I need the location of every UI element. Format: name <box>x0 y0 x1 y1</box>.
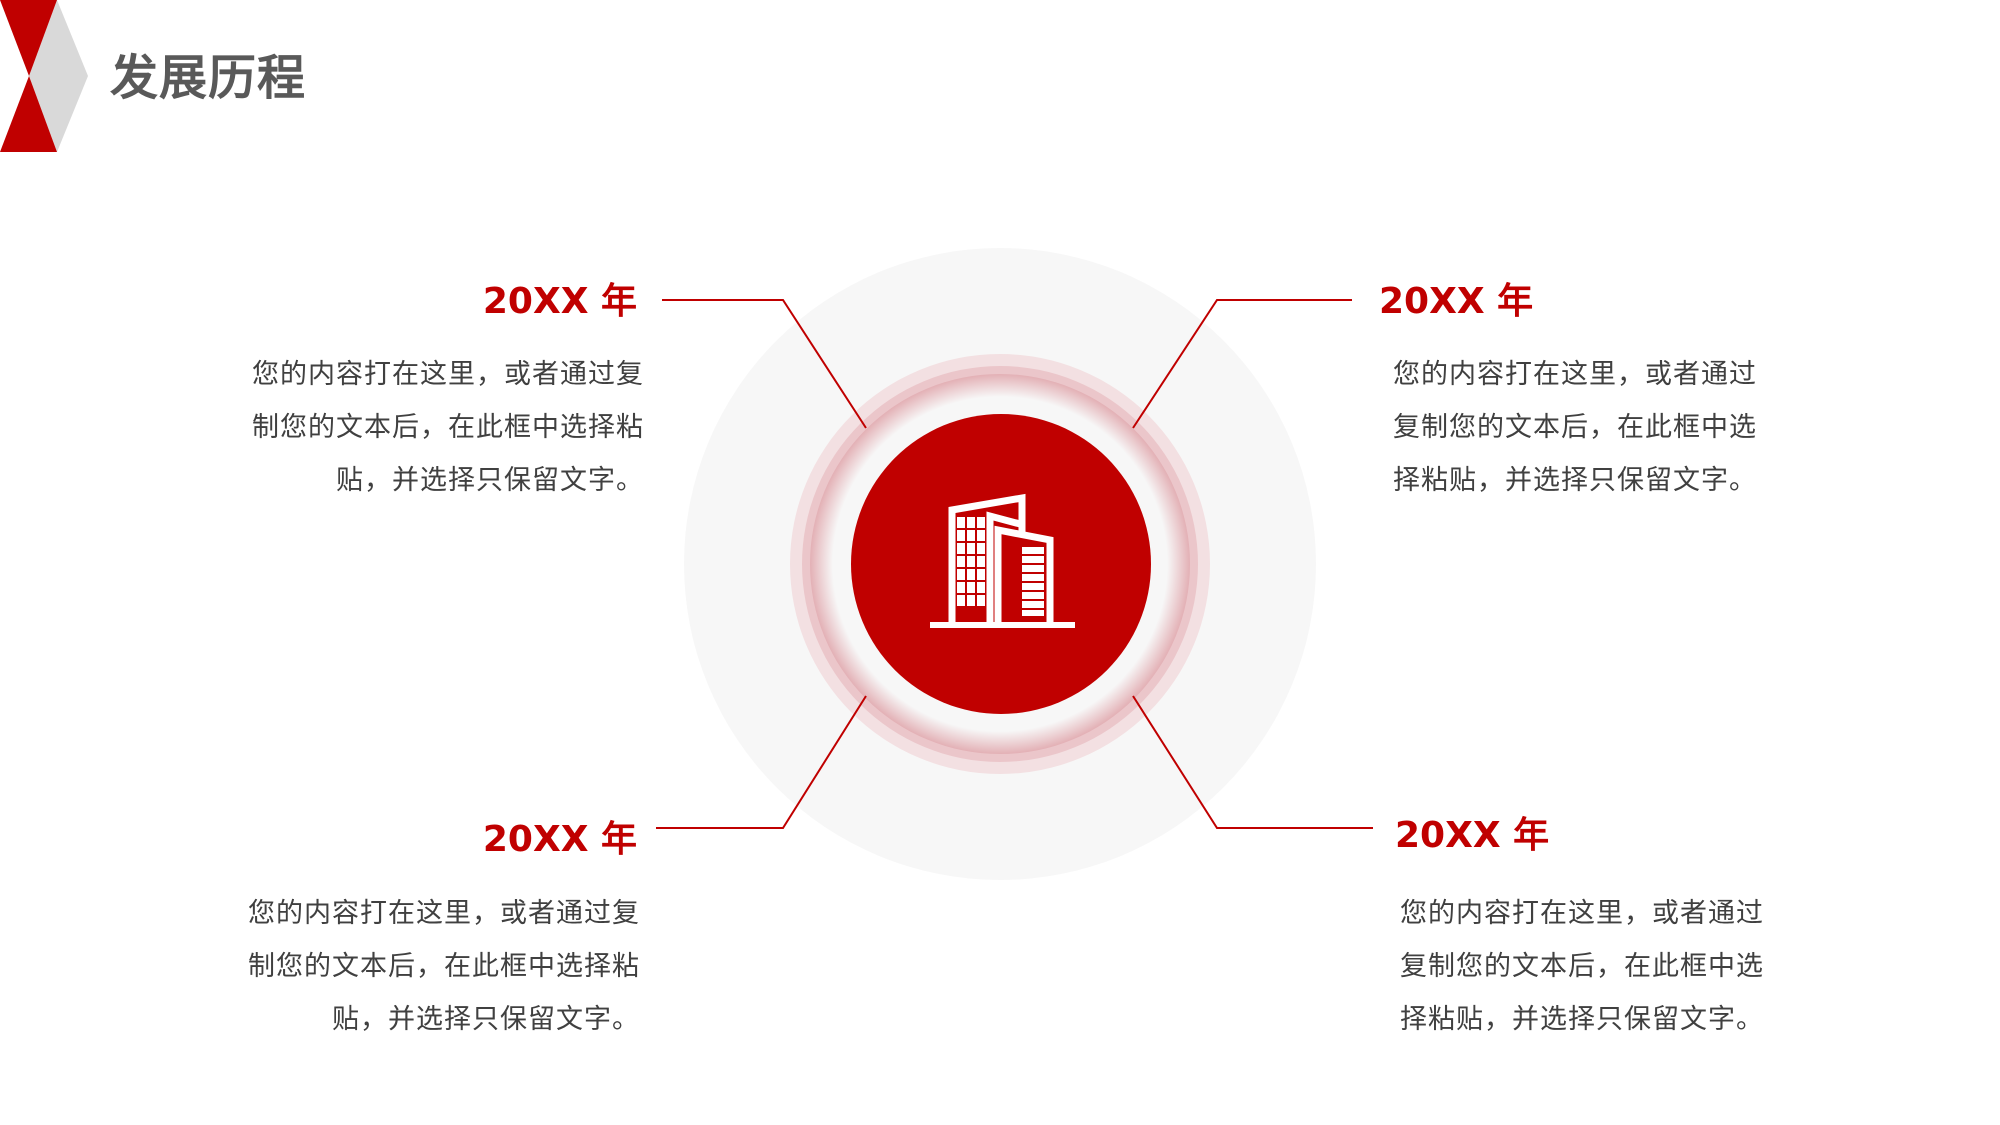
leader-line-bottom-right <box>1132 695 1373 829</box>
description-line: 复制您的文本后，在此框中选 <box>1400 951 1764 982</box>
description-top-left: 您的内容打在这里，或者通过复 制您的文本后，在此框中选择粘 贴，并选择只保留文字… <box>214 348 644 507</box>
leader-line-bottom-left <box>656 695 867 829</box>
description-bottom-left: 您的内容打在这里，或者通过复 制您的文本后，在此框中选择粘 贴，并选择只保留文字… <box>210 887 640 1046</box>
description-line: 您的内容打在这里，或者通过 <box>1393 359 1757 390</box>
header-chevron-logo <box>0 0 88 152</box>
leader-line-top-right <box>1132 299 1352 429</box>
page-title: 发展历程 <box>110 50 307 106</box>
building-icon <box>930 493 1075 628</box>
description-line: 您的内容打在这里，或者通过复 <box>252 359 644 390</box>
description-line: 择粘贴，并选择只保留文字。 <box>1400 1004 1764 1035</box>
year-label-bottom-right: 20XX 年 <box>1395 815 1550 856</box>
description-top-right: 您的内容打在这里，或者通过 复制您的文本后，在此框中选 择粘贴，并选择只保留文字… <box>1393 348 1823 507</box>
year-label-top-left: 20XX 年 <box>482 281 637 322</box>
description-line: 择粘贴，并选择只保留文字。 <box>1393 465 1757 496</box>
year-label-top-right: 20XX 年 <box>1379 281 1534 322</box>
description-line: 制您的文本后，在此框中选择粘 <box>252 412 644 443</box>
description-line: 您的内容打在这里，或者通过复 <box>248 898 640 929</box>
description-line: 贴，并选择只保留文字。 <box>336 465 644 496</box>
description-line: 复制您的文本后，在此框中选 <box>1393 412 1757 443</box>
description-line: 制您的文本后，在此框中选择粘 <box>248 951 640 982</box>
leader-line-top-left <box>662 299 867 429</box>
year-label-bottom-left: 20XX 年 <box>482 819 637 860</box>
description-bottom-right: 您的内容打在这里，或者通过 复制您的文本后，在此框中选 择粘贴，并选择只保留文字… <box>1400 887 1830 1046</box>
description-line: 贴，并选择只保留文字。 <box>332 1004 640 1035</box>
description-line: 您的内容打在这里，或者通过 <box>1400 898 1764 929</box>
